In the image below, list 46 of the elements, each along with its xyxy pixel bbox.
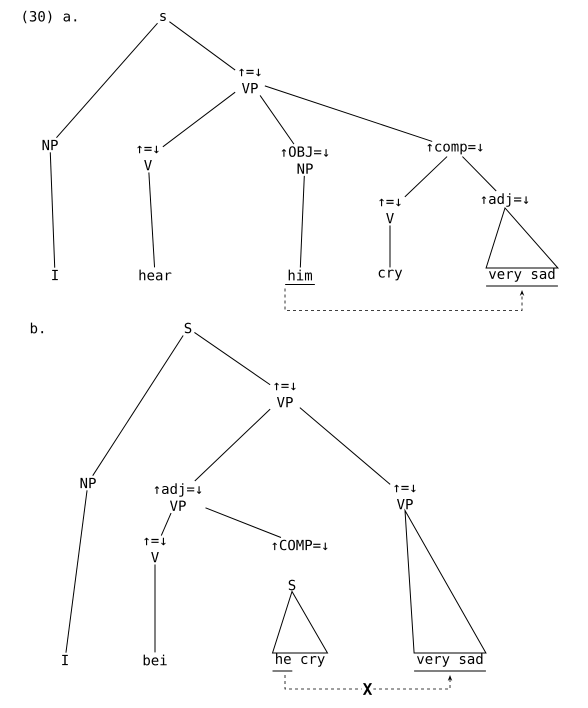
word: hear [139,270,172,280]
category-label: ↑adj=↓ [482,193,528,207]
tree-branch [162,92,236,148]
category-label: ↑=↓ VP [274,382,296,408]
category-label: ↑adj=↓ VP [154,483,202,511]
category-label: s [160,12,166,22]
category-label: ↑COMP=↓ [272,540,328,550]
word: he cry [276,653,325,667]
word: cry [378,270,402,280]
tree-branch [92,335,184,476]
category-label: ↑=↓ V [137,146,159,170]
tree-branch [194,408,271,482]
category-label: ↑OBJ=↓ NP [282,146,328,174]
category-label: NP [80,478,96,488]
tree-branch [404,156,448,198]
tree-branch [462,156,497,192]
tree-branch [260,94,294,145]
category-label: ↑comp=↓ [427,144,483,154]
tree-branch [299,407,391,485]
category-label: ↑=↓ V [144,538,166,562]
tree-branch [300,175,305,268]
word: very sad [488,268,554,282]
category-label: S [288,580,296,590]
word: bei [144,654,167,666]
tree-branch [168,21,236,71]
tree-branch [50,152,56,268]
edge-label: X [362,682,374,696]
category-label: NP [42,140,58,150]
tree-branch [160,512,172,536]
category-label: S [184,322,192,334]
example-label: b. [30,322,44,334]
tree-branch [194,332,271,386]
category-label: ↑=↓ V [379,198,401,224]
tree-branch [205,507,282,538]
category-label: ↑=↓ VP [239,68,261,94]
word: I [62,654,68,666]
tree-branch [56,22,158,138]
tree-branch [154,564,156,653]
category-label: ↑=↓ VP [394,484,416,510]
tree-branch [264,85,433,142]
tree-branch [65,490,88,654]
example-label: (30) a. [23,10,76,24]
word: I [52,270,58,280]
tree-branch [148,172,156,268]
word: him [288,270,312,280]
word: very sad [416,653,482,667]
